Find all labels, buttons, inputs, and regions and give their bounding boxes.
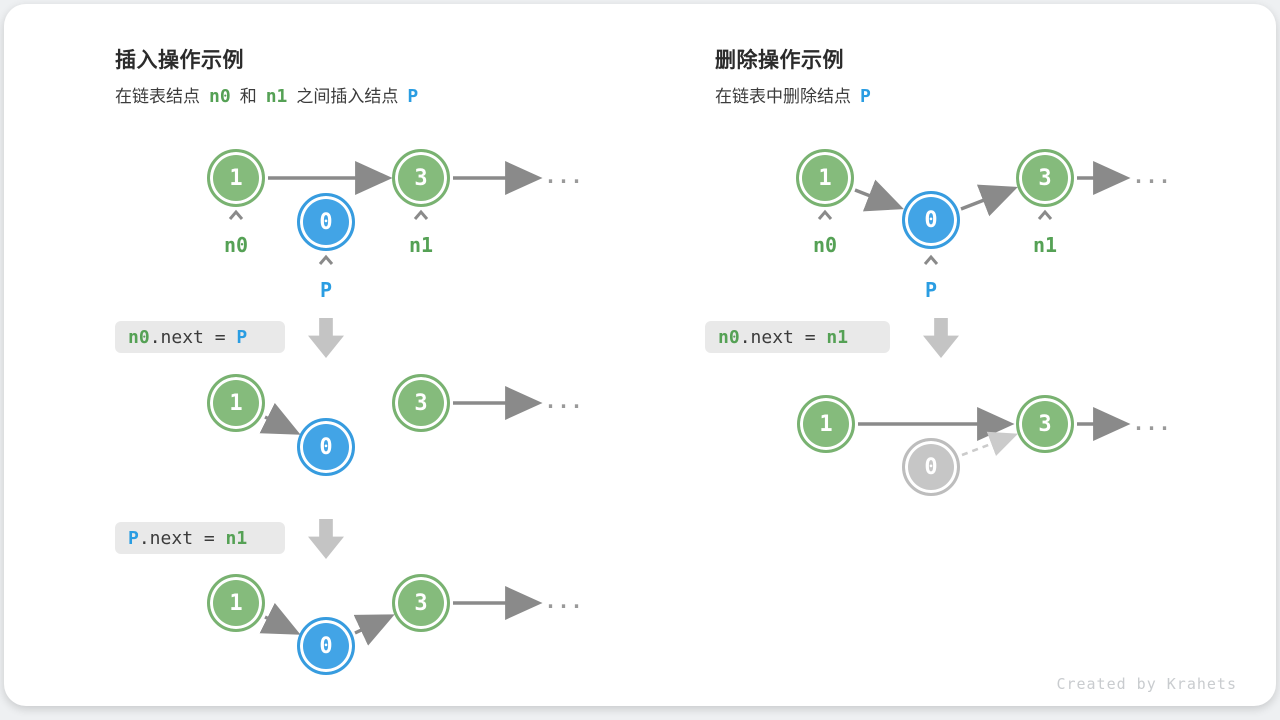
node-3: 3 [1016,149,1074,207]
delete-panel-title: 删除操作示例 [715,49,844,72]
node-0-p: 0 [297,193,355,251]
node-0-p: 0 [297,418,355,476]
code-n0-next-p: n0.next = P [115,321,285,353]
ellipsis: ... [1132,411,1172,435]
node-3: 3 [1016,395,1074,453]
figure-card [4,4,1276,706]
ellipsis: ... [544,389,584,413]
node-1: 1 [207,374,265,432]
label-n0: n0 [223,233,249,257]
token-p: P [407,86,419,107]
label-p: P [319,278,333,302]
node-0-removed: 0 [902,438,960,496]
label-n1: n1 [1032,233,1058,257]
code-mid: .next = [149,326,237,348]
node-1: 1 [796,149,854,207]
subtitle-text: 在链表结点 [115,87,200,106]
label-n0: n0 [812,233,838,257]
ellipsis: ... [1132,164,1172,188]
node-1: 1 [207,574,265,632]
code-rhs: n1 [826,326,849,348]
code-mid: .next = [138,527,226,549]
code-p-next-n1: P.next = n1 [115,522,285,554]
node-3: 3 [392,149,450,207]
node-0-p: 0 [902,191,960,249]
node-3: 3 [392,574,450,632]
code-lhs: P [128,527,139,549]
subtitle-text: 在链表中删除结点 [715,87,851,106]
ellipsis: ... [544,589,584,613]
label-n1: n1 [408,233,434,257]
insert-panel-title: 插入操作示例 [115,49,244,72]
node-3: 3 [392,374,450,432]
label-p: P [924,278,938,302]
code-rhs: P [236,326,248,348]
node-1: 1 [797,395,855,453]
subtitle-text: 之间插入结点 [296,87,399,106]
token-n0: n0 [209,86,231,107]
node-0-p: 0 [297,617,355,675]
code-mid: .next = [739,326,827,348]
ellipsis: ... [544,164,584,188]
subtitle-text: 和 [239,87,257,106]
code-rhs: n1 [225,527,248,549]
insert-panel-subtitle: 在链表结点 n0 和 n1 之间插入结点 P [115,82,418,107]
token-p: P [860,86,871,107]
token-n1: n1 [265,86,288,107]
code-lhs: n0 [718,326,740,348]
code-n0-next-n1: n0.next = n1 [705,321,890,353]
node-1: 1 [207,149,265,207]
credit-text: Created by Krahets [1056,675,1237,693]
delete-panel-subtitle: 在链表中删除结点 P [715,82,871,107]
code-lhs: n0 [128,326,150,348]
